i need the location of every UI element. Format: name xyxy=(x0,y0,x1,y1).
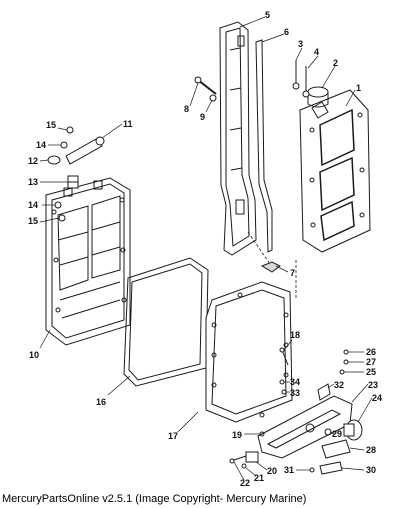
part-8-bolt xyxy=(194,76,217,95)
part-21-washer xyxy=(241,463,247,469)
callout-4: 4 xyxy=(314,47,319,57)
exploded-parts-diagram: 1 2 3 4 5 6 7 8 9 10 11 12 13 14 14 15 1… xyxy=(28,10,382,488)
part-28-cover xyxy=(321,439,351,459)
part-17-inner-cover xyxy=(205,281,293,423)
callout-23: 23 xyxy=(368,380,378,390)
part-14-washer-top xyxy=(60,141,68,149)
part-12-valve xyxy=(47,155,61,165)
part-27-washer xyxy=(343,359,349,365)
callout-8: 8 xyxy=(184,104,189,114)
part-24-poppet xyxy=(343,419,363,441)
callout-24: 24 xyxy=(372,393,382,403)
callout-17: 17 xyxy=(168,431,178,441)
callout-10: 10 xyxy=(29,350,39,360)
part-7-small-gasket xyxy=(260,261,281,273)
part-6-gasket-strip xyxy=(255,39,273,253)
part-9-washer xyxy=(209,94,217,102)
callout-32: 32 xyxy=(334,380,344,390)
part-3-screw xyxy=(292,60,300,90)
part-23-valve-body xyxy=(257,395,353,459)
part-25-washer xyxy=(339,369,345,375)
part-16-cover-gasket xyxy=(123,257,209,387)
part-15-screw-top xyxy=(66,126,74,134)
part-26-screw xyxy=(343,349,349,355)
part-20-plug xyxy=(245,451,259,463)
callout-5: 5 xyxy=(265,10,270,20)
part-31-screw xyxy=(309,467,315,473)
image-caption: MercuryPartsOnline v2.5.1 (Image Copyrig… xyxy=(2,493,307,505)
callout-26: 26 xyxy=(366,347,376,357)
part-10-outer-cover xyxy=(45,177,131,346)
callout-9: 9 xyxy=(200,112,205,122)
part-14-washer-bottom xyxy=(54,201,62,209)
part-1-divider-plate xyxy=(299,89,371,253)
callout-11: 11 xyxy=(123,119,133,129)
callout-leaders xyxy=(39,16,373,481)
callout-12: 12 xyxy=(28,156,38,166)
part-32-damper xyxy=(317,383,331,401)
part-5-divider-strip xyxy=(219,21,257,256)
part-4-screw xyxy=(302,66,310,98)
callout-15-top: 15 xyxy=(46,120,56,130)
callout-6: 6 xyxy=(284,27,289,37)
callout-14-bottom: 14 xyxy=(28,200,38,210)
callout-15-bottom: 15 xyxy=(28,216,38,226)
part-11-fitting xyxy=(65,136,105,165)
callout-1: 1 xyxy=(356,83,361,93)
callout-31: 31 xyxy=(284,465,294,475)
part-13-grommet xyxy=(67,175,79,189)
callout-34: 34 xyxy=(290,377,300,387)
callout-25: 25 xyxy=(366,367,376,377)
callout-numbers: 1 2 3 4 5 6 7 8 9 10 11 12 13 14 14 15 1… xyxy=(28,10,382,488)
callout-20: 20 xyxy=(267,466,277,476)
callout-7: 7 xyxy=(290,268,295,278)
part-22-screw xyxy=(229,455,247,464)
callout-2: 2 xyxy=(333,58,338,68)
part-30-bracket xyxy=(319,461,343,475)
callout-14-top: 14 xyxy=(36,140,46,150)
callout-30: 30 xyxy=(366,465,376,475)
callout-3: 3 xyxy=(298,39,303,49)
callout-29: 29 xyxy=(332,429,342,439)
alignment-lines xyxy=(247,231,297,300)
callout-33: 33 xyxy=(290,388,300,398)
callout-27: 27 xyxy=(366,357,376,367)
callout-22: 22 xyxy=(240,478,250,488)
part-29-ring xyxy=(324,428,332,436)
callout-13: 13 xyxy=(28,177,38,187)
part-2-valve-housing xyxy=(307,86,329,108)
callout-18: 18 xyxy=(290,330,300,340)
callout-19: 19 xyxy=(232,430,242,440)
callout-16: 16 xyxy=(96,397,106,407)
callout-21: 21 xyxy=(254,473,264,483)
callout-28: 28 xyxy=(366,445,376,455)
part-15-screw-bottom xyxy=(58,214,66,222)
